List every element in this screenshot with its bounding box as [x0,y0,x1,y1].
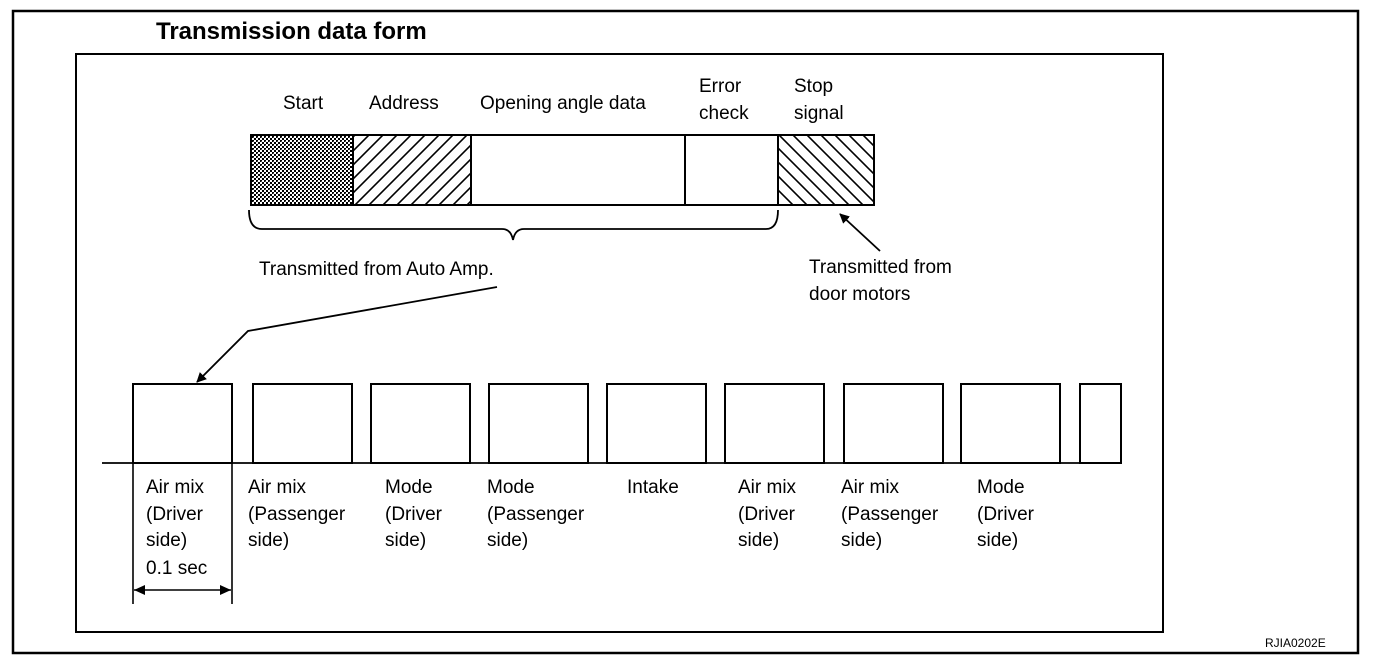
dimension-arrowhead-left [134,585,145,595]
frame-segment-address [352,134,472,206]
figure-code: RJIA0202E [1265,636,1326,650]
pulse-label-6: Air mix (Driver side) [738,477,797,551]
label-error-check: Error check [699,76,749,124]
frame-segment-error-check [684,134,779,206]
pulse-7 [843,383,944,464]
pulse-3 [370,383,471,464]
label-stop-signal: Stop signal [794,76,844,124]
dimension-arrowhead-right [220,585,231,595]
outer-border [11,9,1360,655]
pulse-label-8: Mode (Driver side) [977,477,1034,551]
pulse-label-5: Intake [627,477,679,498]
diagram-title: Transmission data form [156,18,427,45]
frame-segment-start [250,134,354,206]
frame-segment-stop-signal [777,134,875,206]
label-transmitted-door-motors: Transmitted from door motors [809,257,952,305]
pulse-2 [252,383,353,464]
pulse-label-3: Mode (Driver side) [385,477,442,551]
arrow-door-motors [839,213,881,252]
pulse-label-1: Air mix (Driver side) [146,477,205,551]
label-transmitted-auto-amp: Transmitted from Auto Amp. [259,259,494,280]
duration-label: 0.1 sec [146,558,208,579]
pulse-6 [724,383,825,464]
arrow-auto-amp [196,286,498,383]
label-start: Start [283,93,324,114]
inner-panel [75,53,1164,633]
frame-segment-opening-angle [470,134,686,206]
label-address: Address [369,93,439,114]
pulse-4 [488,383,589,464]
brace-auto-amp [248,209,779,241]
pulse-8 [960,383,1061,464]
pulse-label-2: Air mix (Passenger side) [248,477,346,551]
pulse-partial [1079,383,1122,464]
pulse-5 [606,383,707,464]
pulse-label-7: Air mix (Passenger side) [841,477,939,551]
pulse-1 [132,383,233,464]
pulse-label-4: Mode (Passenger side) [487,477,585,551]
label-opening-angle-data: Opening angle data [480,93,646,114]
